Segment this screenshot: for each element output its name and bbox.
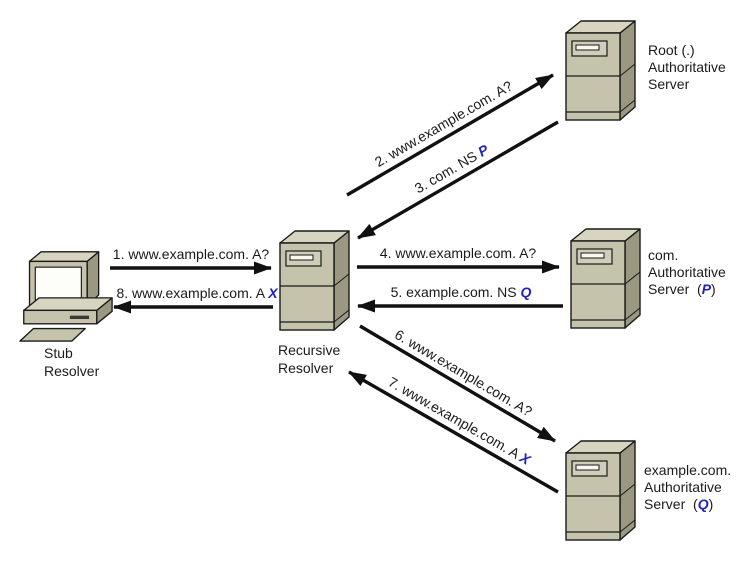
arrow-3-response-root-to-resolver	[357, 120, 559, 240]
label-msg-5: 5. example.com. NS Q	[390, 284, 532, 300]
arrow-7-response-example-to-resolver	[348, 370, 559, 494]
root-server-label: Root (.) Authoritative Server	[648, 42, 726, 92]
recursive-resolver-label: Recursive Resolver	[278, 342, 341, 376]
desktop-computer-icon	[19, 251, 113, 342]
stub-resolver-label: Stub Resolver	[44, 345, 100, 379]
arrow-2-query-resolver-to-root	[346, 73, 554, 197]
server-tower-recursive	[279, 230, 350, 331]
server-tower-com	[570, 228, 641, 329]
label-msg-1: 1. www.example.com. A?	[112, 246, 270, 262]
label-msg-8: 8. www.example.com. A X	[116, 285, 278, 301]
arrow-6-query-resolver-to-example	[359, 324, 556, 443]
server-tower-root	[565, 20, 636, 121]
server-tower-example	[565, 440, 636, 541]
example-server-label: example.com. Authoritative Server (Q)	[644, 462, 732, 512]
com-server-label: com. Authoritative Server (P)	[648, 247, 726, 297]
label-msg-4: 4. www.example.com. A?	[379, 245, 537, 261]
